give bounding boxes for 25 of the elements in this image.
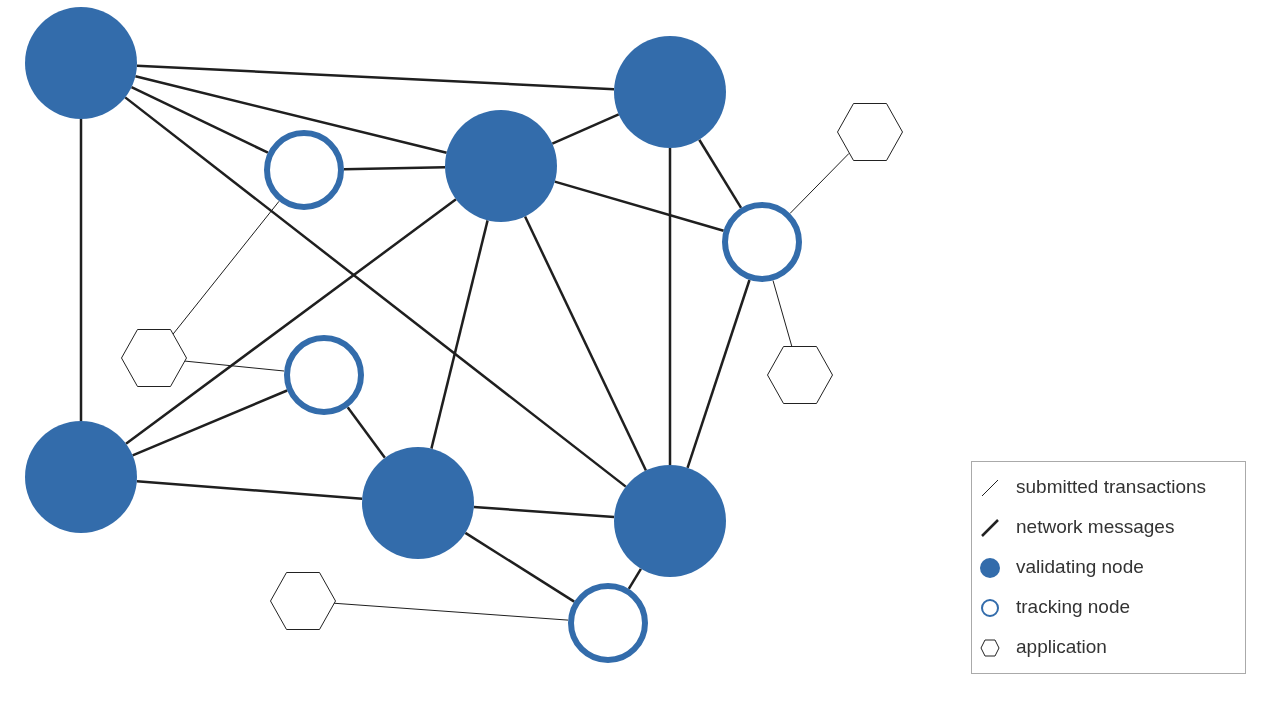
application-hexagon xyxy=(270,572,336,630)
network-message-line xyxy=(136,64,615,91)
network-message-line xyxy=(124,96,627,488)
network-message-line xyxy=(668,148,672,465)
network-message-line xyxy=(430,220,489,449)
transaction-line xyxy=(172,200,280,336)
network-message-line xyxy=(554,180,724,232)
network-message-line xyxy=(523,216,648,471)
network-message-line xyxy=(473,505,615,519)
application-hexagon xyxy=(121,329,187,387)
transaction-line xyxy=(789,152,850,214)
network-message-line xyxy=(79,119,83,421)
network-message-line xyxy=(135,75,447,154)
application-hexagon xyxy=(837,103,903,161)
application-hexagon xyxy=(767,346,833,404)
network-message-line xyxy=(551,113,620,145)
legend-label: submitted transactions xyxy=(1016,475,1207,500)
network-message-line xyxy=(346,406,386,459)
network-message-line xyxy=(343,165,446,171)
legend-label: validating node xyxy=(1016,555,1144,580)
network-message-line xyxy=(136,480,363,500)
legend-label: tracking node xyxy=(1016,595,1131,620)
legend-label: application xyxy=(1016,635,1107,660)
network-message-line xyxy=(125,198,457,445)
legend-label: network messages xyxy=(1016,515,1175,540)
